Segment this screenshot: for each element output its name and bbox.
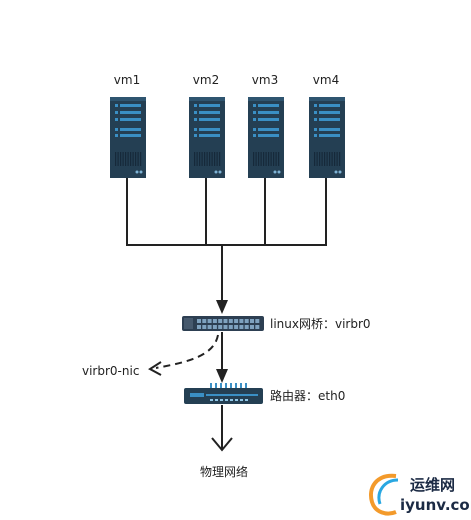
switch-port xyxy=(223,319,228,323)
switch-port xyxy=(218,319,223,323)
server-icon-vm1 xyxy=(110,97,146,178)
switch-port xyxy=(244,325,249,329)
arrow-to-router xyxy=(216,369,228,383)
router-antenna xyxy=(225,383,227,389)
arrow-to-bridge xyxy=(216,300,228,314)
switch-port xyxy=(234,319,239,323)
router-antenna xyxy=(215,383,217,389)
nic-dashed-line xyxy=(155,334,219,369)
router-antenna xyxy=(230,383,232,389)
switch-port xyxy=(255,325,260,329)
router-antenna xyxy=(240,383,242,389)
switch-port xyxy=(228,319,233,323)
switch-port xyxy=(244,319,249,323)
vm1-label: vm1 xyxy=(113,73,141,87)
switch-port xyxy=(250,325,254,329)
switch-port xyxy=(223,325,228,329)
server-icon-vm4 xyxy=(309,97,345,178)
switch-port xyxy=(202,325,207,329)
nic-arrow xyxy=(148,361,162,376)
switch-port xyxy=(218,325,223,329)
router-label: 路由器：eth0 xyxy=(270,389,346,403)
server-icon-vm3 xyxy=(248,97,284,178)
watermark-text-domain: iyunv.com xyxy=(400,496,471,514)
switch-port xyxy=(197,319,201,323)
switch-port xyxy=(234,325,239,329)
switch-icon xyxy=(182,316,264,331)
network-arrow xyxy=(211,437,233,452)
vm-connection-lines xyxy=(126,178,327,302)
switch-port xyxy=(255,319,260,323)
router-led xyxy=(215,399,218,401)
vm3-label: vm3 xyxy=(251,73,279,87)
switch-port xyxy=(207,325,212,329)
switch-port xyxy=(239,319,244,323)
router-led xyxy=(225,399,228,401)
router-led xyxy=(245,399,248,401)
switch-port xyxy=(212,325,217,329)
vm4-label: vm4 xyxy=(312,73,340,87)
router-antenna xyxy=(220,383,222,389)
switch-port xyxy=(228,325,233,329)
bridge-label: linux网桥：virbr0 xyxy=(270,317,371,331)
router-antenna xyxy=(210,383,212,389)
router-antenna xyxy=(235,383,237,389)
router-led xyxy=(210,399,213,401)
switch-port xyxy=(239,325,244,329)
router-led xyxy=(240,399,243,401)
router-led xyxy=(220,399,223,401)
switch-port xyxy=(197,325,201,329)
router-icon xyxy=(184,383,263,404)
vm2-label: vm2 xyxy=(192,73,220,87)
router-led xyxy=(235,399,238,401)
watermark-text-cn: 运维网 xyxy=(410,476,456,494)
watermark-logo: 运维网 iyunv.com xyxy=(366,468,471,518)
router-antenna xyxy=(245,383,247,389)
physical-network-label: 物理网络 xyxy=(200,465,249,479)
server-icon-vm2 xyxy=(189,97,225,178)
switch-port xyxy=(202,319,207,323)
switch-port xyxy=(207,319,212,323)
nic-label: virbr0-nic xyxy=(82,364,140,378)
switch-port xyxy=(250,319,254,323)
watermark-swoosh-icon xyxy=(369,473,399,516)
switch-port xyxy=(212,319,217,323)
vm-servers xyxy=(110,97,345,178)
router-led xyxy=(230,399,233,401)
